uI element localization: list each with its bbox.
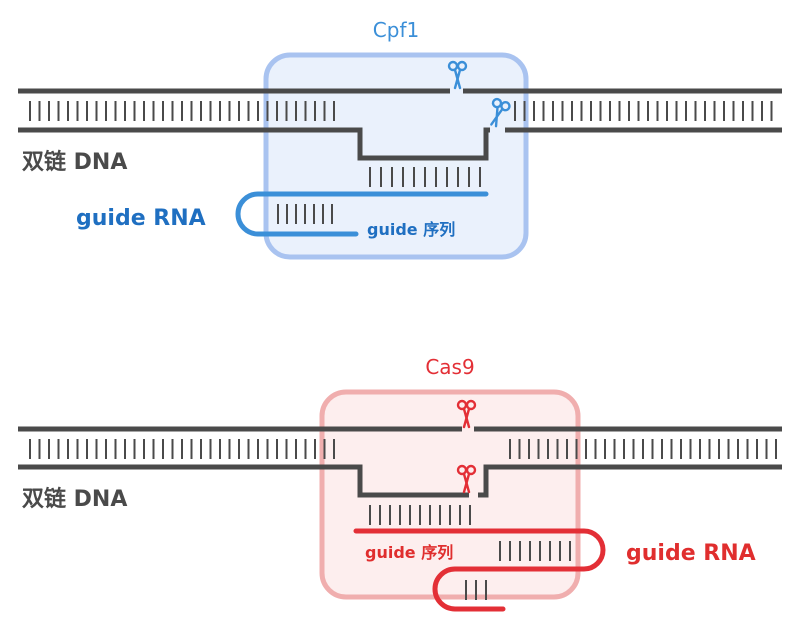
cpf1-dna-label: 双链 DNA	[22, 149, 127, 175]
cas9-dna-label: 双链 DNA	[22, 486, 127, 512]
cpf1-guide-rna-strand	[235, 191, 489, 237]
cas9-base-pairs-left	[29, 439, 335, 459]
cpf1-base-pairs-left	[29, 101, 335, 121]
cas9-base-pairs-right	[509, 439, 777, 459]
cpf1-dna-bottom-strand	[18, 127, 782, 161]
cas9-panel: Cas9	[18, 355, 782, 612]
scissors-icon	[490, 97, 511, 128]
cpf1-guide-pairing-ticks	[369, 167, 481, 187]
cpf1-panel: Cpf1	[18, 18, 782, 260]
cas9-guide-rna-strand	[353, 528, 606, 612]
scissors-icon	[456, 399, 477, 429]
cpf1-guide-sequence-label: guide 序列	[367, 220, 455, 239]
cas9-dna-bottom-strand	[18, 464, 782, 498]
cas9-tracr-ticks	[465, 580, 487, 600]
cas9-enzyme-label: Cas9	[425, 355, 474, 379]
scissors-icon	[447, 60, 468, 90]
cpf1-base-pairs-right	[514, 101, 773, 121]
cas9-hairpin-ticks	[499, 541, 571, 561]
cpf1-guide-rna-label: guide RNA	[76, 206, 206, 231]
cas9-guide-sequence-label: guide 序列	[365, 543, 453, 562]
cas9-guide-pairing-ticks	[369, 505, 471, 525]
scissors-icon	[456, 464, 477, 494]
cpf1-hairpin-ticks	[277, 204, 333, 224]
cas9-guide-rna-label: guide RNA	[626, 541, 756, 566]
cpf1-enzyme-label: Cpf1	[373, 18, 419, 42]
